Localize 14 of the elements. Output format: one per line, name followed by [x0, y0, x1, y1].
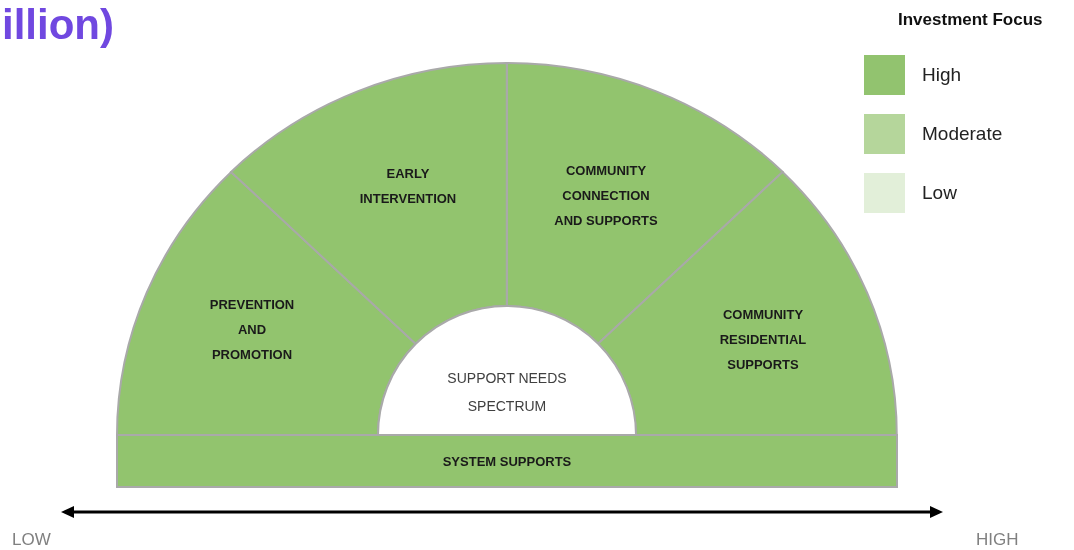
segment-label: PREVENTION AND PROMOTION — [208, 295, 296, 364]
legend-title: Investment Focus — [898, 10, 1043, 30]
legend-label: Low — [922, 182, 957, 204]
segment-label: COMMUNITY RESIDENTIAL SUPPORTS — [718, 305, 808, 374]
base-bar — [117, 435, 897, 487]
legend-label: Moderate — [922, 123, 1003, 145]
scale-label: LOW — [12, 530, 51, 550]
segment-label: SUPPORT NEEDS SPECTRUM — [446, 369, 568, 416]
segment-label: SYSTEM SUPPORTS — [441, 452, 573, 471]
legend-label: High — [922, 64, 962, 86]
scale-label: HIGH — [976, 530, 1019, 550]
title: illion) — [2, 0, 114, 50]
segment-label: EARLY INTERVENTION — [358, 165, 458, 208]
segment-label: COMMUNITY CONNECTION AND SUPPORTS — [553, 161, 659, 230]
